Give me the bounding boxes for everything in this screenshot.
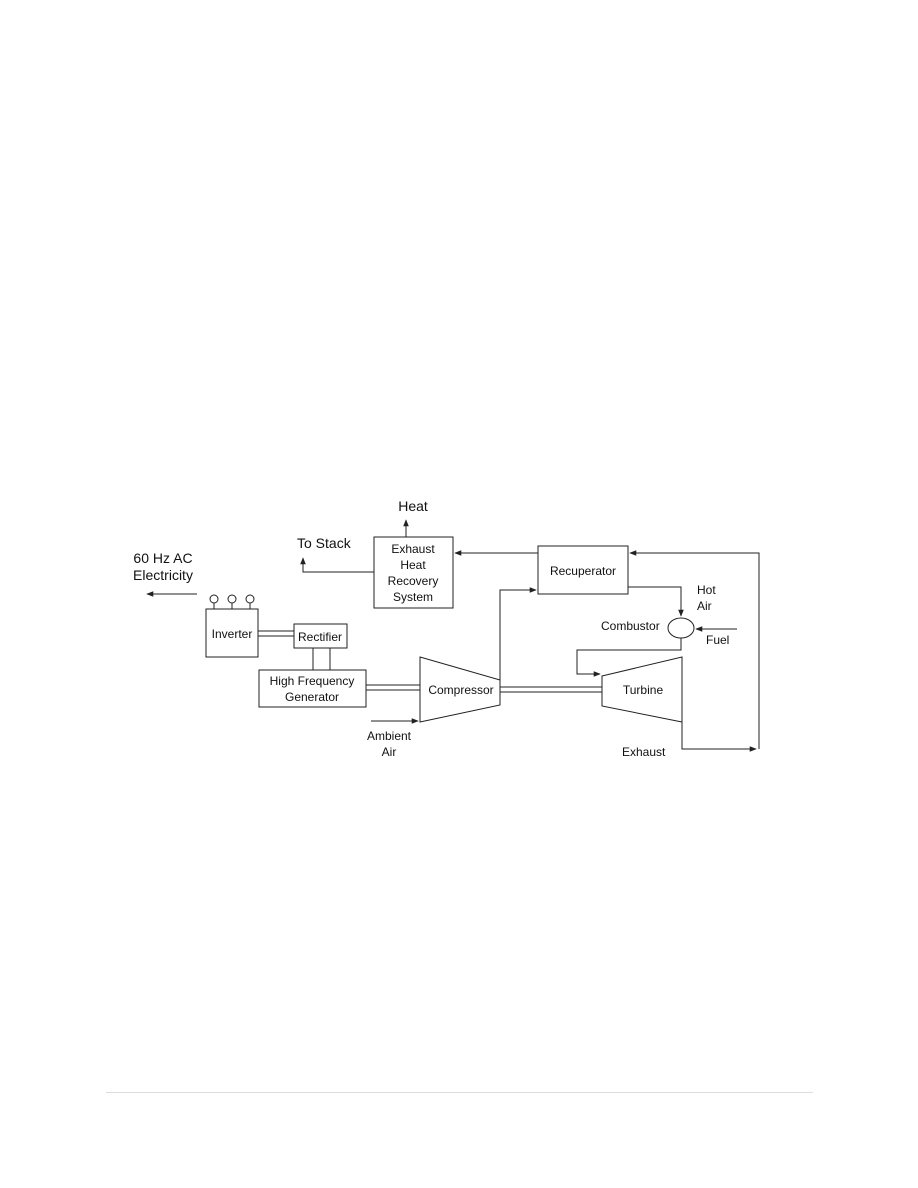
terminal-3 <box>245 594 255 604</box>
hot-air-arrow <box>628 586 684 617</box>
recuperator-box <box>537 545 629 595</box>
electricity-label-line1: 60 Hz AC <box>133 550 192 566</box>
terminal-2 <box>227 594 237 604</box>
electricity-label-line2: Electricity <box>133 567 193 583</box>
hot-air-label-line2: Air <box>697 599 712 613</box>
to-stack-arrow <box>300 557 374 573</box>
exhaust-heat-recovery-label-3: Recovery <box>388 574 439 588</box>
combustor-to-turbine-arrow <box>576 638 682 677</box>
exhaust-heat-recovery-label-2: Heat <box>400 558 426 572</box>
hot-air-label-line1: Hot <box>697 583 716 597</box>
exhaust-label: Exhaust <box>622 745 666 759</box>
recuperator-label: Recuperator <box>550 564 616 578</box>
compressor-to-recuperator-arrow <box>499 587 537 680</box>
ambient-air-label-line2: Air <box>382 745 397 759</box>
inverter-label: Inverter <box>212 627 253 641</box>
ambient-air-label-line1: Ambient <box>367 729 412 743</box>
heat-label: Heat <box>398 498 428 514</box>
compressor-shape <box>419 656 501 723</box>
terminal-1 <box>209 594 219 604</box>
exhaust-heat-recovery-label-4: System <box>393 590 433 604</box>
combustor-label: Combustor <box>601 619 660 633</box>
exhaust-return-arrow <box>629 550 760 749</box>
to-stack-label: To Stack <box>297 535 352 551</box>
turbine-label: Turbine <box>623 683 664 697</box>
exhaust-heat-recovery-label-1: Exhaust <box>391 542 435 556</box>
footer-rule <box>106 1092 813 1093</box>
generator-label-line1: High Frequency <box>270 674 355 688</box>
inverter-box <box>205 608 259 658</box>
fuel-label: Fuel <box>706 633 729 647</box>
exhaust-heat-recovery-box <box>373 536 454 609</box>
compressor-label: Compressor <box>428 683 493 697</box>
exhaust-arrow <box>681 722 757 752</box>
rectifier-label: Rectifier <box>298 630 342 644</box>
generator-label-line2: Generator <box>285 690 339 704</box>
combustor-ellipse <box>667 617 695 639</box>
